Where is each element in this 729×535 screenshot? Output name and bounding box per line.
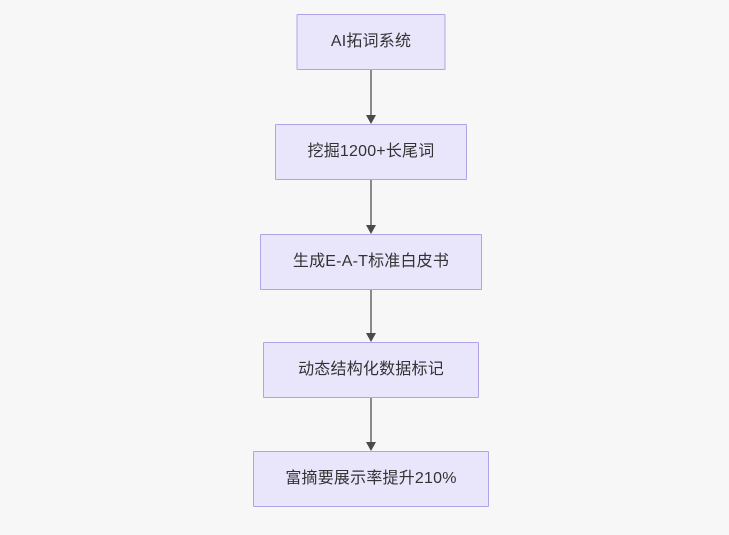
arrow-down-icon [366, 442, 376, 451]
connector-line [370, 290, 372, 333]
connector-line [370, 398, 372, 442]
connector-line [370, 70, 372, 115]
flowchart-node-generate-eat-whitepaper[interactable]: 生成E-A-T标准白皮书 [260, 234, 482, 290]
flowchart-node-dynamic-structured-data-markup[interactable]: 动态结构化数据标记 [263, 342, 479, 398]
flowchart-connector-2 [365, 180, 377, 234]
connector-line [370, 180, 372, 225]
node-label: AI拓词系统 [330, 33, 412, 50]
arrow-down-icon [366, 115, 376, 124]
node-label: 富摘要展示率提升210% [285, 470, 457, 487]
flowchart-connector-3 [365, 290, 377, 342]
flowchart-connector-1 [365, 70, 377, 124]
arrow-down-icon [366, 225, 376, 234]
node-label: 生成E-A-T标准白皮书 [292, 253, 450, 270]
node-label: 动态结构化数据标记 [298, 361, 444, 378]
node-label: 挖掘1200+长尾词 [307, 143, 435, 160]
flowchart-node-rich-snippet-impression-uplift[interactable]: 富摘要展示率提升210% [253, 451, 489, 507]
flowchart-node-ai-keyword-system[interactable]: AI拓词系统 [296, 14, 446, 70]
arrow-down-icon [366, 333, 376, 342]
flowchart-node-mine-longtail-keywords[interactable]: 挖掘1200+长尾词 [275, 124, 467, 180]
flowchart-connector-4 [365, 398, 377, 451]
